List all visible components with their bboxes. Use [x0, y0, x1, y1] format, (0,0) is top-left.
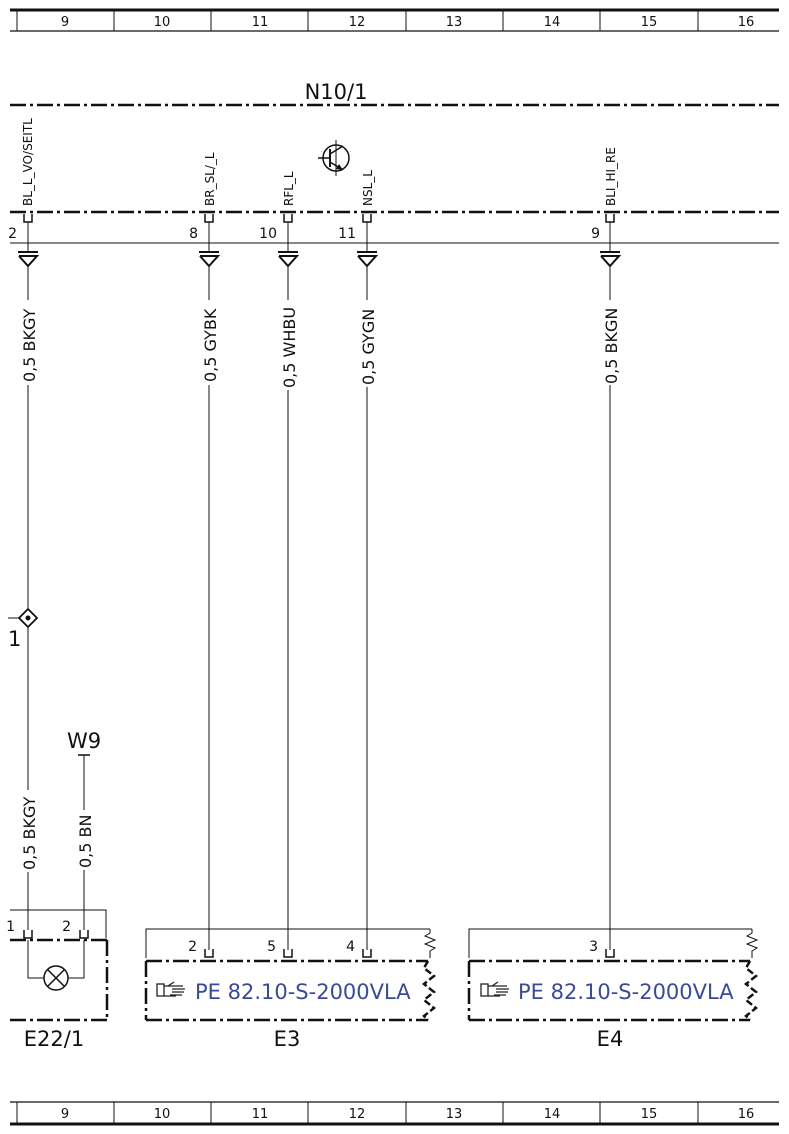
wire-label: 0,5 WHBU: [280, 307, 299, 388]
component-name: E3: [274, 1027, 301, 1051]
signal-name: BL_L_VO/SEITL: [21, 118, 35, 206]
grid-label-top: 16: [738, 15, 755, 30]
signal-name: BLI_HI_RE: [604, 147, 618, 206]
signal-name: BR_SL/_L: [203, 152, 217, 206]
component-e4: 3 PE 82.10-S-2000VLA E4: [467, 928, 759, 1051]
grid-label-bottom: 12: [349, 1107, 366, 1122]
grid-bar-bottom: 9 10 11 12 13 14 15 16: [10, 1101, 779, 1126]
grid-bar-top: 9 10 11 12 13 14 15 16: [10, 8, 779, 32]
grid-label-top: 13: [446, 15, 463, 30]
component-e3: 2 5 4 PE 82.10-S-2000VLA E3: [144, 928, 437, 1051]
grid-label-top: 14: [544, 15, 561, 30]
pin-number: 4: [346, 939, 355, 955]
pin-terminals-top: [23, 214, 615, 223]
module-n10-1: N10/1: [10, 80, 779, 244]
pin-number: 8: [189, 226, 198, 242]
signal-name: NSL_L: [361, 170, 375, 206]
grid-label-bottom: 13: [446, 1107, 463, 1122]
wire-label: 0,5 BKGY: [20, 308, 39, 382]
component-name: E4: [597, 1027, 624, 1051]
grid-label-top: 9: [61, 15, 69, 30]
reference-link[interactable]: PE 82.10-S-2000VLA: [518, 980, 734, 1004]
pin-number: 2: [188, 939, 197, 955]
grid-label-bottom: 10: [154, 1107, 171, 1122]
grid-label-bottom: 11: [252, 1107, 269, 1122]
signal-name: RFL_L: [282, 171, 296, 206]
pin-number: 2: [8, 226, 17, 242]
grid-label-top: 11: [252, 15, 269, 30]
splice-point: 1: [8, 607, 39, 651]
ground-name: W9: [67, 729, 101, 753]
wire-label: 0,5 GYGN: [359, 309, 378, 385]
lamp-icon: [43, 965, 69, 991]
ground-w9: W9: [67, 729, 101, 756]
pin-number: 2: [62, 919, 71, 935]
module-name: N10/1: [305, 80, 368, 104]
pin-number: 10: [259, 226, 277, 242]
grid-label-bottom: 14: [544, 1107, 561, 1122]
reference-link[interactable]: PE 82.10-S-2000VLA: [195, 980, 411, 1004]
splice-reference: 1: [8, 627, 21, 651]
wire-label: 0,5 GYBK: [201, 308, 220, 382]
grid-label-bottom: 9: [61, 1107, 69, 1122]
hand-pointer-icon: [480, 981, 509, 997]
pin-number: 1: [6, 919, 15, 935]
grid-label-bottom: 15: [641, 1107, 658, 1122]
component-name: E22/1: [24, 1027, 84, 1051]
wire-label: 0,5 BN: [76, 815, 95, 868]
transistor-icon: [318, 140, 350, 176]
pin-number: 5: [267, 939, 276, 955]
grid-label-top: 12: [349, 15, 366, 30]
grid-label-bottom: 16: [738, 1107, 755, 1122]
wire-label: 0,5 BKGN: [602, 308, 621, 384]
connector-triangles: [18, 222, 622, 268]
wire-label: 0,5 BKGY: [20, 796, 39, 870]
hand-pointer-icon: [156, 981, 185, 997]
wires: [27, 266, 611, 950]
pin-number: 11: [338, 226, 356, 242]
pin-number: 3: [589, 939, 598, 955]
grid-label-top: 10: [154, 15, 171, 30]
pin-number: 9: [591, 226, 600, 242]
component-e22-1: 1 2 E22/1: [6, 909, 109, 1051]
grid-label-top: 15: [641, 15, 658, 30]
